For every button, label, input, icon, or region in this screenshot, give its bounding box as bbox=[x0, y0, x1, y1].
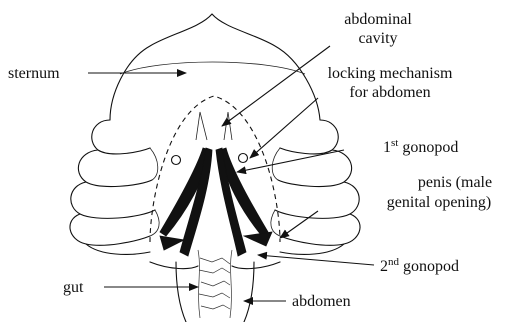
label-first-gonopod: 1st gonopod bbox=[383, 137, 458, 156]
label-locking-1: locking mechanism bbox=[328, 65, 453, 82]
arrow-icon bbox=[280, 211, 318, 238]
abdomen-outline bbox=[150, 262, 280, 322]
arrow-icon bbox=[237, 150, 344, 172]
label-penis-2: genital opening) bbox=[387, 194, 491, 211]
gut-texture bbox=[198, 250, 232, 318]
label-penis-1: penis (male bbox=[418, 174, 492, 191]
label-abdominal-cavity-2: cavity bbox=[358, 30, 397, 47]
sternum-outline bbox=[110, 14, 320, 120]
arrow-icon bbox=[222, 46, 330, 126]
label-locking-2: for abdomen bbox=[349, 84, 430, 101]
label-abdomen: abdomen bbox=[292, 293, 351, 310]
label-sternum: sternum bbox=[8, 65, 60, 82]
label-abdominal-cavity-1: abdominal bbox=[344, 11, 412, 28]
label-gut: gut bbox=[63, 279, 84, 296]
label-second-gonopod: 2nd gonopod bbox=[380, 256, 459, 275]
left-leg-bases bbox=[70, 120, 159, 254]
crab-body-drawing bbox=[70, 14, 360, 322]
right-leg-bases bbox=[271, 120, 360, 254]
